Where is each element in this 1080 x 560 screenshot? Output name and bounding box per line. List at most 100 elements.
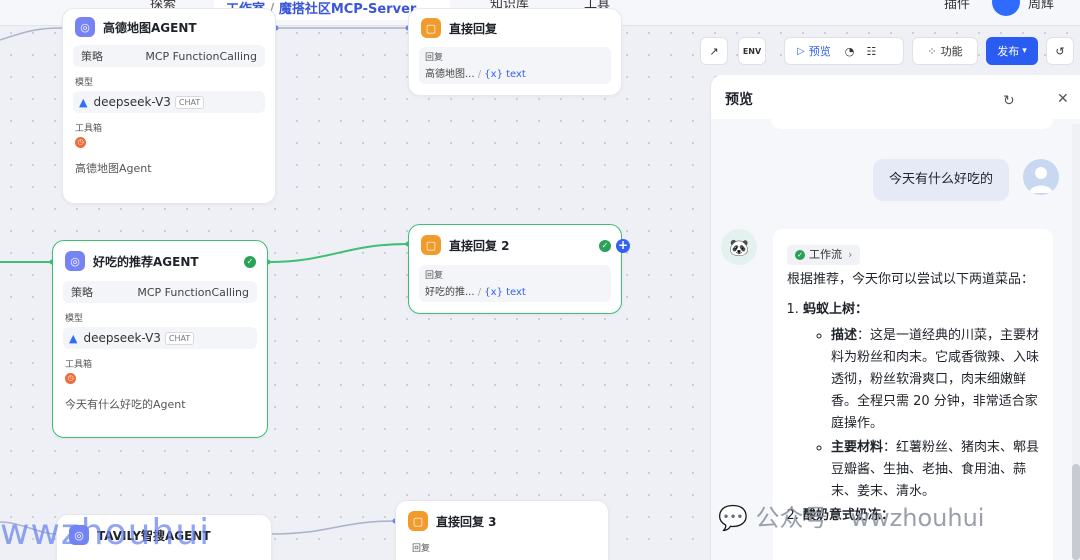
chat-area: 今天有什么好吃的 🐼 ✓ 工作流 › 根据推荐，今天你可以尝试以下两道菜品： 蚂… [711,111,1080,560]
model-label: 模型 [65,314,84,324]
node-title: 直接回复 2 [449,238,510,253]
checklist-icon[interactable]: ☷ [866,44,877,58]
close-icon[interactable]: ✕ [1057,91,1069,107]
reply-icon: ▢ [421,18,441,38]
reply-content: 回复 高德地图... / {x} text [419,47,611,84]
workflow-label: 工作流 [809,248,842,261]
reply-label: 回复 [412,544,431,554]
node-description: 今天有什么好吃的Agent [65,398,186,411]
reply-content: 回复 [406,541,598,558]
variable-ref: {x} text [484,287,526,298]
model-label: 模型 [75,78,94,88]
agent-icon: ◎ [75,17,95,37]
agent-icon: ◎ [69,525,89,545]
variable-ref: {x} text [484,69,526,80]
node-description: 高德地图Agent [75,162,152,175]
check-icon: ✓ [244,256,256,268]
node-title: 高德地图AGENT [103,20,197,35]
list-item: 蚂蚁上树： 描述：这是一道经典的川菜，主要材料为粉丝和肉末。它咸香微辣、入味透彻… [803,299,1041,503]
previous-message-bubble [771,111,1053,129]
refresh-icon[interactable]: ↻ [1003,93,1015,109]
strategy-value: MCP FunctionCalling [137,285,249,299]
desc-label: 描述 [831,328,858,343]
publish-button[interactable]: 发布 ▾ [986,37,1038,65]
node-direct-reply-1[interactable]: ▢ 直接回复 回复 高德地图... / {x} text [408,8,622,96]
model-name: deepseek-V3 [83,331,161,345]
env-icon[interactable]: ENV [738,37,766,65]
node-tavily-agent[interactable]: ◎ TAVILY智搜AGENT [56,514,272,560]
dish-name: 酸奶意式奶冻： [803,508,895,523]
strategy-label: 策略 [71,286,93,299]
apps-icon: ⁘ [927,44,937,58]
model-name: deepseek-V3 [93,95,171,109]
node-title: 好吃的推荐AGENT [93,254,199,269]
history-icon[interactable]: ↺ [1046,37,1074,65]
reply-content: 回复 好吃的推... / {x} text [419,265,611,302]
workflow-chip[interactable]: ✓ 工作流 › [787,245,861,265]
user-message: 今天有什么好吃的 [873,159,1010,201]
preview-group: ▷ 预览 ◔ ☷ [784,37,904,65]
user-avatar-icon [1023,159,1059,195]
gauge-icon[interactable]: ◔ [844,44,855,58]
check-icon: ✓ [795,250,805,260]
avatar[interactable] [992,0,1020,16]
workflow-edges [0,25,411,535]
source-node-ref: 高德地图... [425,69,475,80]
reply-icon: ▢ [421,235,441,255]
tools-label: 工具箱 [65,360,93,370]
list-item: 主要材料：红薯粉丝、猪肉末、郫县豆瓣酱、生抽、老抽、食用油、蒜末、姜末、清水。 [831,437,1041,503]
node-direct-reply-2[interactable]: ▢ 直接回复 2 ✓ + 回复 好吃的推... / {x} text [408,224,630,314]
project-name[interactable]: 魔搭社区MCP-Server [278,2,417,17]
dish-name: 蚂蚁上树 [803,302,856,317]
scrollbar-thumb[interactable] [1072,464,1080,560]
watermark-text: 💬 公众号 · wwzhouhui [718,498,984,533]
user-name: 周辉 [1028,0,1055,12]
share-icon[interactable]: ↗ [700,37,728,65]
check-icon: ✓ [599,240,611,252]
model-chip: CHAT [164,331,195,345]
node-food-agent[interactable]: ◎ 好吃的推荐AGENT ✓ 策略 MCP FunctionCalling 模型… [52,240,268,438]
list-item: 酸奶意式奶冻： [803,505,1041,527]
watermark-label: 公众号 · wwzhouhui [755,504,985,532]
node-title: TAVILY智搜AGENT [97,528,211,543]
tools-label: 工具箱 [75,124,103,134]
answer-intro: 根据推荐，今天你可以尝试以下两道菜品： [787,272,1035,287]
publish-label: 发布 [997,45,1020,58]
strategy-row: 策略 MCP FunctionCalling [73,45,265,67]
features-label: 功能 [940,45,963,58]
deepseek-icon: ▲ [79,95,88,109]
node-title: 直接回复 3 [436,514,497,529]
reply-icon: ▢ [408,511,428,531]
model-chip: CHAT [174,95,205,109]
strategy-label: 策略 [81,50,103,63]
clock-icon: ◷ [65,373,76,384]
clock-icon: ◷ [75,137,86,148]
node-gaode-agent[interactable]: ◎ 高德地图AGENT 策略 MCP FunctionCalling 模型 ▲ … [62,8,276,204]
add-node-icon[interactable]: + [616,238,630,253]
chevron-down-icon: ▾ [1022,46,1027,56]
ingredients-label: 主要材料 [831,440,884,455]
preview-panel: 预览 ↻ ✕ 今天有什么好吃的 🐼 ✓ 工作流 › 根据推荐，今天你可以尝试以下… [710,75,1080,560]
node-title: 直接回复 [449,21,498,36]
reply-label: 回复 [425,53,444,63]
ingredients-text: ：红薯粉丝、猪肉末、郫县豆瓣酱、生抽、老抽、食用油、蒜末、姜末、清水。 [831,440,1040,499]
reply-label: 回复 [425,271,444,281]
model-row: ▲ deepseek-V3 CHAT [63,327,257,349]
agent-icon: ◎ [65,251,85,271]
bot-message: ✓ 工作流 › 根据推荐，今天你可以尝试以下两道菜品： 蚂蚁上树： 描述：这是一… [773,229,1053,560]
features-button[interactable]: ⁘ 功能 [912,37,978,65]
list-item: 描述：这是一道经典的川菜，主要材料为粉丝和肉末。它咸香微辣、入味透彻，粉丝软滑爽… [831,325,1041,435]
bot-avatar-icon: 🐼 [721,229,757,265]
dish-list: 蚂蚁上树： 描述：这是一道经典的川菜，主要材料为粉丝和肉末。它咸香微辣、入味透彻… [803,299,1041,527]
panel-title: 预览 [725,92,753,108]
wechat-icon: 💬 [718,504,748,532]
chevron-right-icon: › [848,248,853,261]
node-direct-reply-3[interactable]: ▢ 直接回复 3 回复 [395,500,609,560]
nav-plugin[interactable]: 插件 [944,0,971,12]
model-row: ▲ deepseek-V3 CHAT [73,91,265,113]
play-icon[interactable]: ▷ [797,45,805,57]
strategy-value: MCP FunctionCalling [145,49,257,63]
preview-button[interactable]: 预览 [808,45,831,58]
deepseek-icon: ▲ [69,331,78,345]
panel-scrollbar[interactable] [1072,124,1080,560]
